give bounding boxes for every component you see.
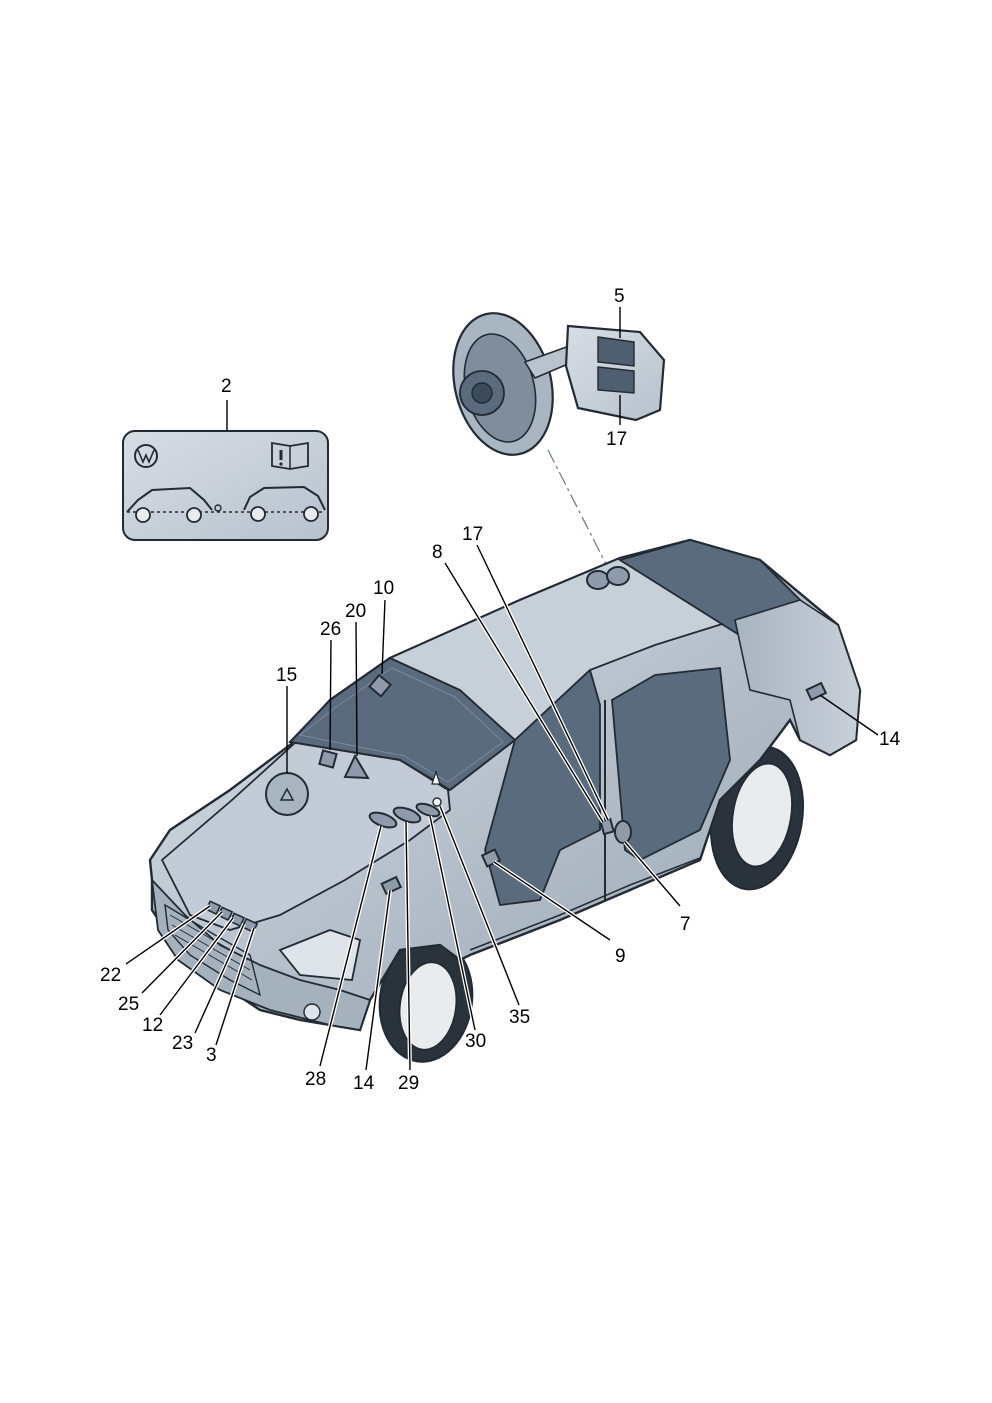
windshield-sticker-triangle: [343, 753, 370, 780]
pillar-sticker: [599, 817, 615, 836]
wiper-label-oval-3: [415, 802, 441, 818]
sticker-markers: [205, 566, 828, 934]
callout-35: 35: [509, 1007, 530, 1028]
callout-5: 5: [614, 286, 625, 307]
leader-lines: [124, 307, 879, 1071]
callout-28: 28: [305, 1069, 326, 1090]
fuel-door-on-car: [586, 570, 610, 590]
callout-7: 7: [680, 914, 691, 935]
callout-22: 22: [100, 965, 121, 986]
callout-12: 12: [142, 1015, 163, 1036]
callout-9: 9: [615, 946, 626, 967]
callout-10: 10: [373, 578, 394, 599]
vw-logo-icon: [134, 444, 158, 468]
manual-icon: [271, 441, 309, 470]
callout-25: 25: [118, 994, 139, 1015]
wiper-label-oval-2: [392, 806, 422, 824]
fuel-flap-link-line: [547, 449, 609, 569]
callout-14-front: 14: [353, 1073, 375, 1094]
fender-sticker-front: [380, 875, 403, 896]
wiper-label-oval-1: [368, 811, 398, 829]
hood-warning-sticker: [265, 772, 309, 816]
callout-29: 29: [398, 1073, 419, 1094]
callout-2: 2: [221, 376, 232, 397]
car-illustration: [148, 538, 862, 1063]
callout-26: 26: [320, 619, 341, 640]
fender-sticker-rear: [805, 681, 828, 702]
windshield-sticker-square: [318, 749, 338, 769]
windshield-sticker-diamond: [368, 673, 393, 698]
callout-17-flap: 17: [606, 429, 627, 450]
callout-20: 20: [345, 601, 366, 622]
towing-cars-icon: [126, 485, 326, 523]
callout-15: 15: [276, 665, 297, 686]
callout-3: 3: [206, 1045, 217, 1066]
fuel-flap-detail: [452, 312, 666, 456]
warning-sticker-card: [122, 430, 329, 541]
callout-8: 8: [432, 542, 443, 563]
callout-30: 30: [465, 1031, 486, 1052]
pillar-sticker-oval: [614, 820, 632, 844]
callout-14-rear: 14: [879, 729, 901, 750]
callout-17-pillar: 17: [462, 524, 483, 545]
callout-labels: 2 5 17 8 17 10 20 26 15 14 7 9 22 25 12 …: [100, 286, 901, 1094]
callout-23: 23: [172, 1033, 193, 1054]
